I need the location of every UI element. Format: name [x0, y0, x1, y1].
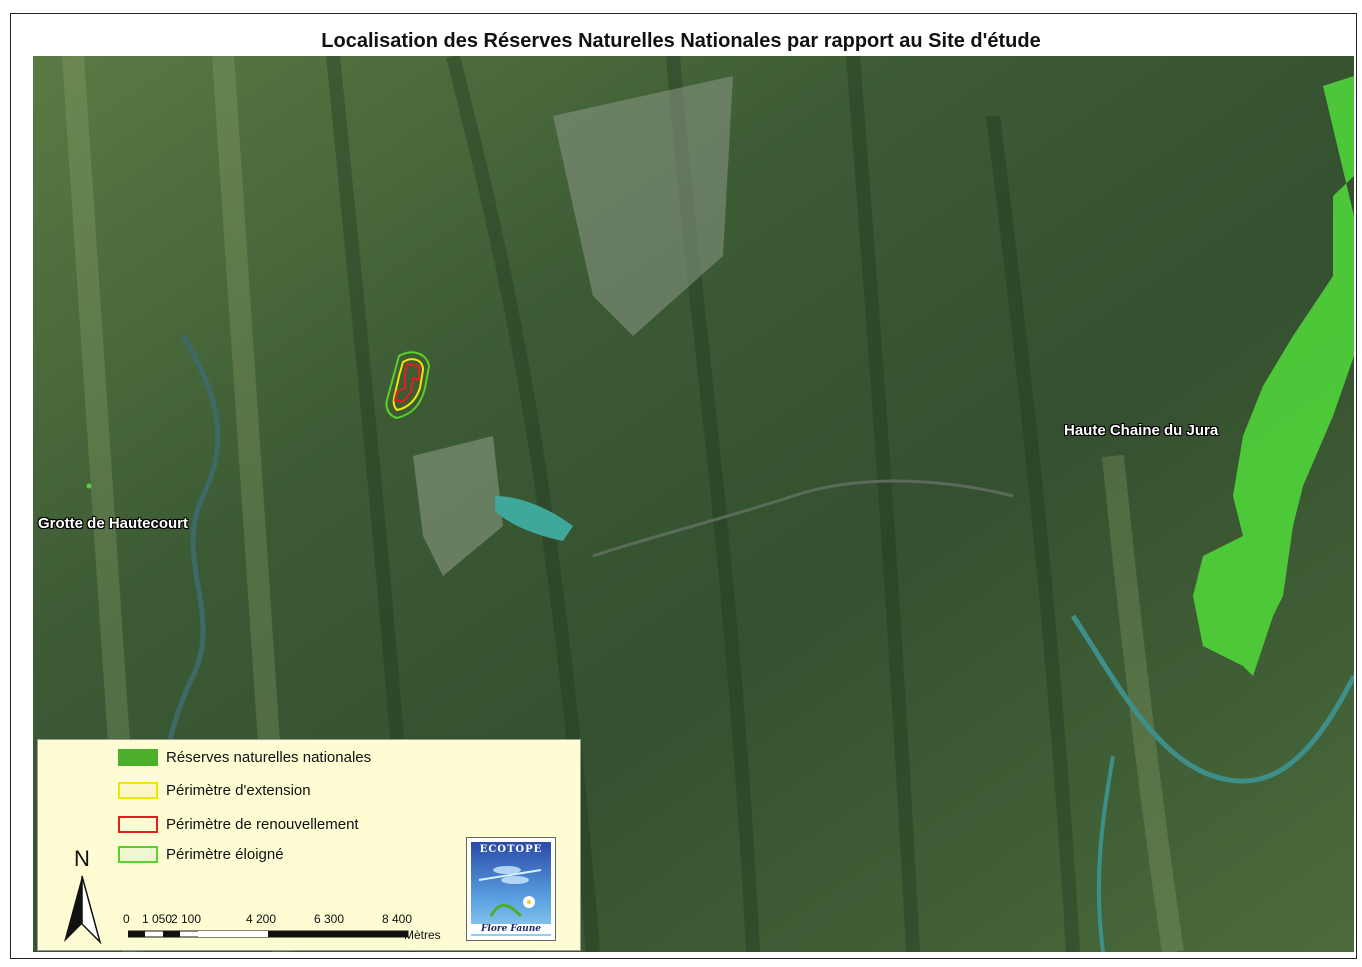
swatch-eloigne: [118, 846, 158, 863]
swatch-renouvellement: [118, 816, 158, 833]
scale-tick: 1 050: [142, 912, 173, 926]
scale-unit: Mètres: [404, 928, 441, 942]
perimetre-eloigne[interactable]: [385, 351, 431, 420]
reserve-haute-chaine[interactable]: [1193, 76, 1354, 676]
town-area: [413, 436, 503, 576]
north-arrow-icon: [64, 875, 102, 944]
scale-tick: 8 400: [382, 912, 413, 926]
map-title: Localisation des Réserves Naturelles Nat…: [321, 30, 1041, 52]
scale-bar: 0 1 050 2 100 4 200 6 300 8 400 Mètres: [118, 912, 458, 952]
urban-area: [553, 76, 733, 336]
scale-tick: 2 100: [171, 912, 202, 926]
perimetre-renouvellement[interactable]: [393, 362, 420, 404]
legend-label: Périmètre de renouvellement: [166, 816, 359, 833]
swatch-reserves: [118, 749, 158, 766]
label-haute-chaine: Haute Chaine du Jura: [1064, 422, 1219, 439]
logo-top-text: ECOTOPE: [479, 844, 543, 855]
dragonfly-icon: [478, 866, 542, 918]
scale-tick: 4 200: [246, 912, 277, 926]
river-east: [1070, 614, 1354, 784]
label-grotte: Grotte de Hautecourt: [38, 515, 189, 532]
scale-tick: 0: [123, 912, 130, 926]
river-south: [1096, 755, 1115, 952]
legend-label: Périmètre éloigné: [166, 846, 284, 863]
reserve-grotte-marker[interactable]: [86, 483, 92, 489]
lake: [495, 496, 573, 541]
north-arrow: N: [60, 846, 104, 946]
scale-tick: 6 300: [314, 912, 345, 926]
logo-bottom-text: Flore Faune: [471, 924, 551, 934]
legend: Réserves naturelles nationales Périmètre…: [37, 739, 581, 951]
legend-label: Périmètre d'extension: [166, 782, 311, 799]
logo-image: ECOTOPE Flore Faune: [471, 842, 551, 936]
valley-road: [592, 479, 1014, 558]
scale-bar-graphic: [128, 930, 409, 938]
ecotope-logo: ECOTOPE Flore Faune: [466, 837, 556, 941]
swatch-extension: [118, 782, 158, 799]
perimetre-extension[interactable]: [392, 358, 425, 412]
legend-label: Réserves naturelles nationales: [166, 749, 372, 766]
north-letter: N: [74, 846, 90, 871]
